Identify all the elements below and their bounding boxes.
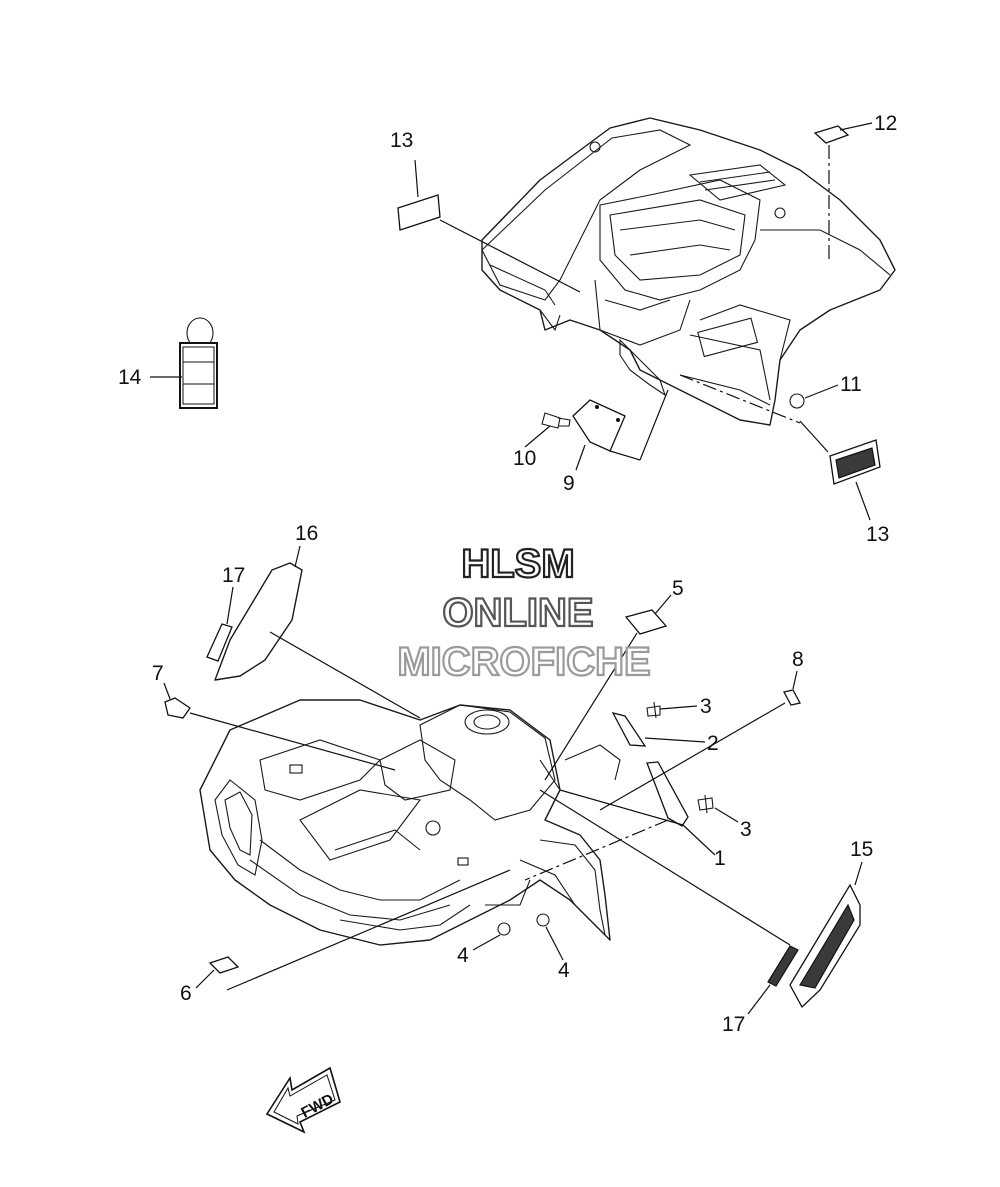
reflector-7 — [164, 697, 191, 719]
forward-direction-arrow: FWD — [265, 1066, 341, 1134]
callout-8: 8 — [792, 648, 804, 671]
rear-fender — [481, 117, 896, 426]
callout-13-upper: 13 — [390, 129, 413, 152]
washer-4-left — [497, 922, 511, 936]
bolt-3-lower — [697, 794, 714, 814]
watermark: HLSM ONLINE MICROFICHE — [396, 541, 652, 685]
callout-labels: 1 2 3 3 4 4 5 6 7 8 9 10 11 12 13 13 14 … — [118, 112, 897, 1036]
callout-1: 1 — [714, 847, 726, 870]
leader-lines — [150, 122, 873, 1015]
callout-3-upper: 3 — [700, 695, 712, 718]
callout-4-left: 4 — [457, 944, 469, 967]
decal-8 — [783, 689, 801, 706]
callout-10: 10 — [513, 447, 536, 470]
decal-5 — [624, 609, 668, 635]
decal-6 — [208, 956, 240, 974]
callout-11: 11 — [840, 373, 862, 396]
bolt-3-upper — [646, 701, 661, 719]
plate-9 — [572, 399, 626, 452]
callout-17-lower: 17 — [722, 1013, 745, 1036]
emblem-15 — [789, 883, 861, 1009]
decal-12 — [813, 125, 850, 144]
callout-13-lower: 13 — [866, 523, 889, 546]
bolt-10 — [541, 412, 571, 429]
plate-1 — [646, 761, 689, 827]
plate-2 — [611, 712, 647, 747]
callout-3-lower: 3 — [740, 818, 752, 841]
callout-16: 16 — [295, 522, 318, 545]
watermark-line-2: ONLINE — [442, 591, 593, 635]
sticker-17-lower — [767, 945, 799, 987]
washer-4-right — [536, 913, 550, 927]
washer-11 — [789, 393, 805, 409]
callout-5: 5 — [672, 577, 684, 600]
watermark-line-1: HLSM — [461, 542, 574, 586]
callout-4-right: 4 — [558, 959, 570, 982]
callout-6: 6 — [180, 982, 192, 1005]
panel-16 — [214, 562, 303, 681]
callout-17-upper: 17 — [222, 564, 245, 587]
sticker-17-upper — [206, 623, 233, 662]
callout-14: 14 — [118, 366, 142, 389]
callout-2: 2 — [707, 732, 719, 755]
emblem-13-lower — [829, 439, 881, 485]
watermark-line-3: MICROFICHE — [397, 640, 650, 684]
callout-15: 15 — [850, 838, 873, 861]
callout-12: 12 — [874, 112, 897, 135]
tag-14 — [179, 317, 218, 409]
callout-9: 9 — [563, 472, 575, 495]
decal-13-upper — [397, 194, 441, 231]
front-fender — [199, 699, 621, 946]
callout-7: 7 — [152, 662, 164, 685]
